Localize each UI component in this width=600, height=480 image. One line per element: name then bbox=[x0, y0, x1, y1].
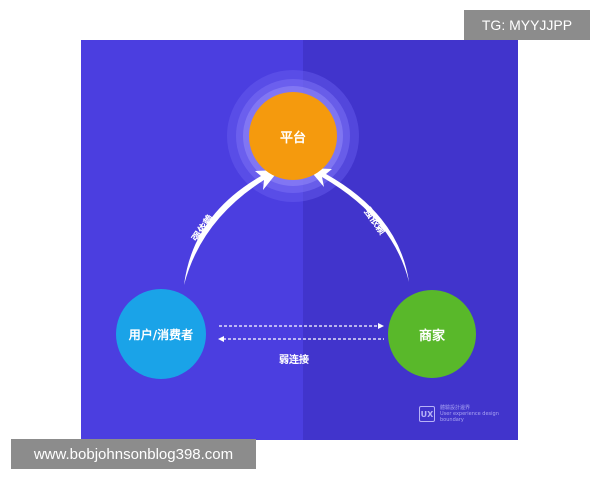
ux-logo: UX 體驗設計邊界 User experience design boundar… bbox=[419, 405, 499, 423]
diagram-panel: 平台 用户/消费者 商家 强依赖 强依赖 弱连接 UX 體驗設計邊界 User … bbox=[81, 40, 518, 440]
node-platform: 平台 bbox=[249, 92, 337, 180]
ux-logo-mark: UX bbox=[419, 406, 435, 422]
weak-link-arrowhead-left bbox=[218, 336, 224, 342]
ux-logo-text: 體驗設計邊界 User experience design boundary bbox=[440, 405, 499, 423]
ux-logo-name-cn: 體驗設計邊界 bbox=[440, 405, 471, 411]
arrow-merchant-to-platform bbox=[308, 168, 409, 282]
node-merchant-label: 商家 bbox=[418, 328, 445, 344]
arrow-user-to-platform bbox=[184, 170, 279, 285]
node-user-consumer: 用户/消费者 bbox=[116, 289, 206, 379]
weak-link-arrowhead-right bbox=[378, 323, 384, 329]
ux-logo-line1: User experience design bbox=[440, 411, 499, 417]
node-user-label: 用户/消费者 bbox=[128, 327, 194, 342]
edge-label-weak-link: 弱连接 bbox=[279, 355, 309, 366]
url-watermark: www.bobjohnsonblog398.com bbox=[11, 439, 256, 469]
telegram-tag: TG: MYYJJPP bbox=[464, 10, 590, 40]
ux-logo-line2: boundary bbox=[440, 417, 464, 423]
node-merchant: 商家 bbox=[388, 290, 476, 378]
node-platform-label: 平台 bbox=[279, 130, 306, 146]
